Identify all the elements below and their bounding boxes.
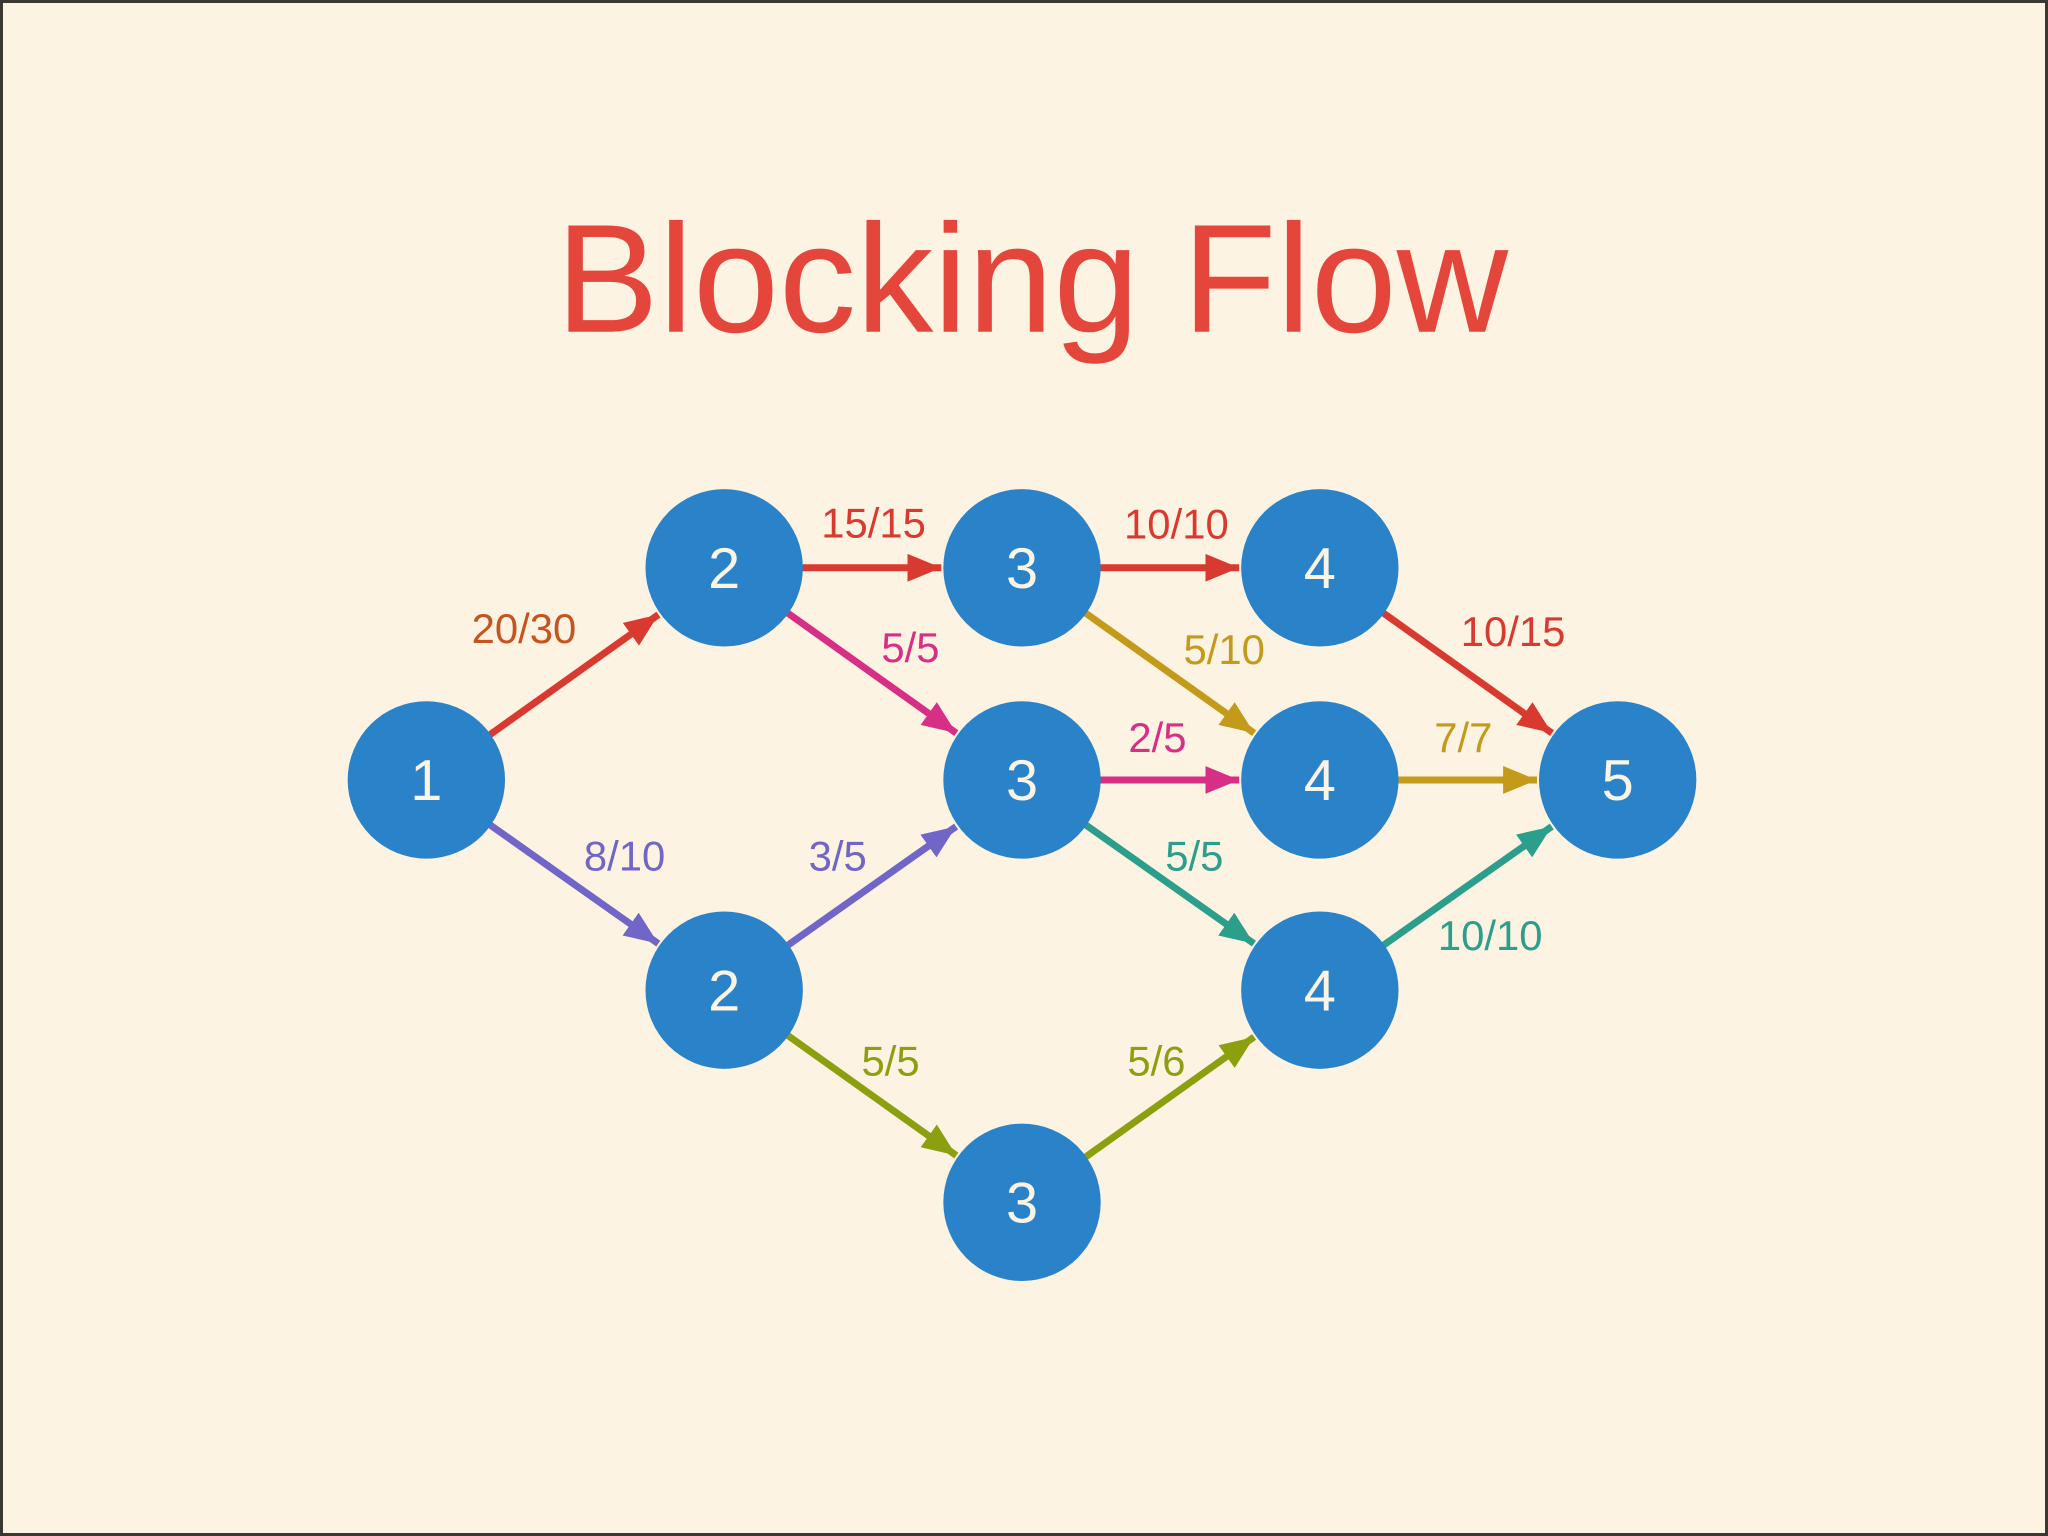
edge-label-n4m-n5: 7/7 [1434,714,1492,761]
graph-edge-n3m-n4b [1077,817,1256,947]
graph-node-n1: 1 [347,701,506,859]
graph-node-n4b: 4 [1241,911,1399,1069]
edge-label-n2t-n3m: 5/5 [881,624,939,671]
graph-edge-n1-n2t [481,611,661,742]
node-number-n1: 1 [410,749,442,813]
graph-node-n5: 5 [1538,701,1697,859]
edges-layer [481,553,1554,1165]
node-number-n2b: 2 [708,959,740,1023]
graph-node-n4m: 4 [1241,701,1399,859]
graph-node-n4t: 4 [1241,489,1399,647]
edge-label-n1-n2b: 8/10 [584,832,665,879]
graph-edge-n1-n2b [482,817,661,947]
node-number-n2t: 2 [708,537,740,601]
graph-node-n3m: 3 [943,701,1101,859]
nodes-layer: 1 2 3 4 3 4 5 2 4 3 [347,489,1697,1281]
graph-node-n3b: 3 [943,1123,1101,1281]
blocking-flow-diagram: Blocking Flow 20/30 15/15 10/10 10/15 5/5 5/1… [347,192,1697,1281]
node-number-n4t: 4 [1304,537,1336,601]
graph-edge-n2t-n3m [779,605,959,736]
node-number-n3t: 3 [1006,537,1038,601]
node-number-n4b: 4 [1304,959,1336,1023]
graph-edge-n3b-n4b [1077,1034,1257,1165]
edge-label-n3b-n4b: 5/6 [1127,1037,1185,1084]
graph-node-n2t: 2 [645,489,803,647]
graph-edge-n4t-n5 [1375,605,1554,736]
edge-labels-layer: 20/30 15/15 10/10 10/15 5/5 5/10 2/5 7/7 8/10 3/5… [472,500,1566,1085]
edge-label-n3t-n4m: 5/10 [1184,626,1265,673]
graph-node-n3t: 3 [943,489,1101,647]
graph-node-n2b: 2 [645,911,803,1069]
edge-label-n2b-n3m: 3/5 [809,832,867,879]
edge-label-n4b-n5: 10/10 [1438,912,1543,959]
graph-edge-n3t-n4m [1077,605,1257,736]
graph-edge-n4b-n5 [1375,823,1554,953]
node-number-n3m: 3 [1006,749,1038,813]
graph-edge-n2b-n3b [779,1028,959,1159]
edge-label-n2t-n3t: 15/15 [821,500,926,547]
edge-label-n3t-n4t: 10/10 [1124,501,1229,548]
node-number-n4m: 4 [1304,749,1336,813]
edge-label-n3m-n4m: 2/5 [1128,714,1186,761]
edge-label-n1-n2t: 20/30 [472,605,577,652]
edge-label-n2b-n3b: 5/5 [861,1037,919,1084]
node-number-n3b: 3 [1006,1172,1038,1236]
node-number-n5: 5 [1602,749,1634,813]
edge-label-n3m-n4b: 5/5 [1165,832,1223,879]
page-title: Blocking Flow [556,192,1509,365]
graph-edge-n2b-n3m [779,823,959,953]
edge-label-n4t-n5: 10/15 [1461,608,1566,655]
